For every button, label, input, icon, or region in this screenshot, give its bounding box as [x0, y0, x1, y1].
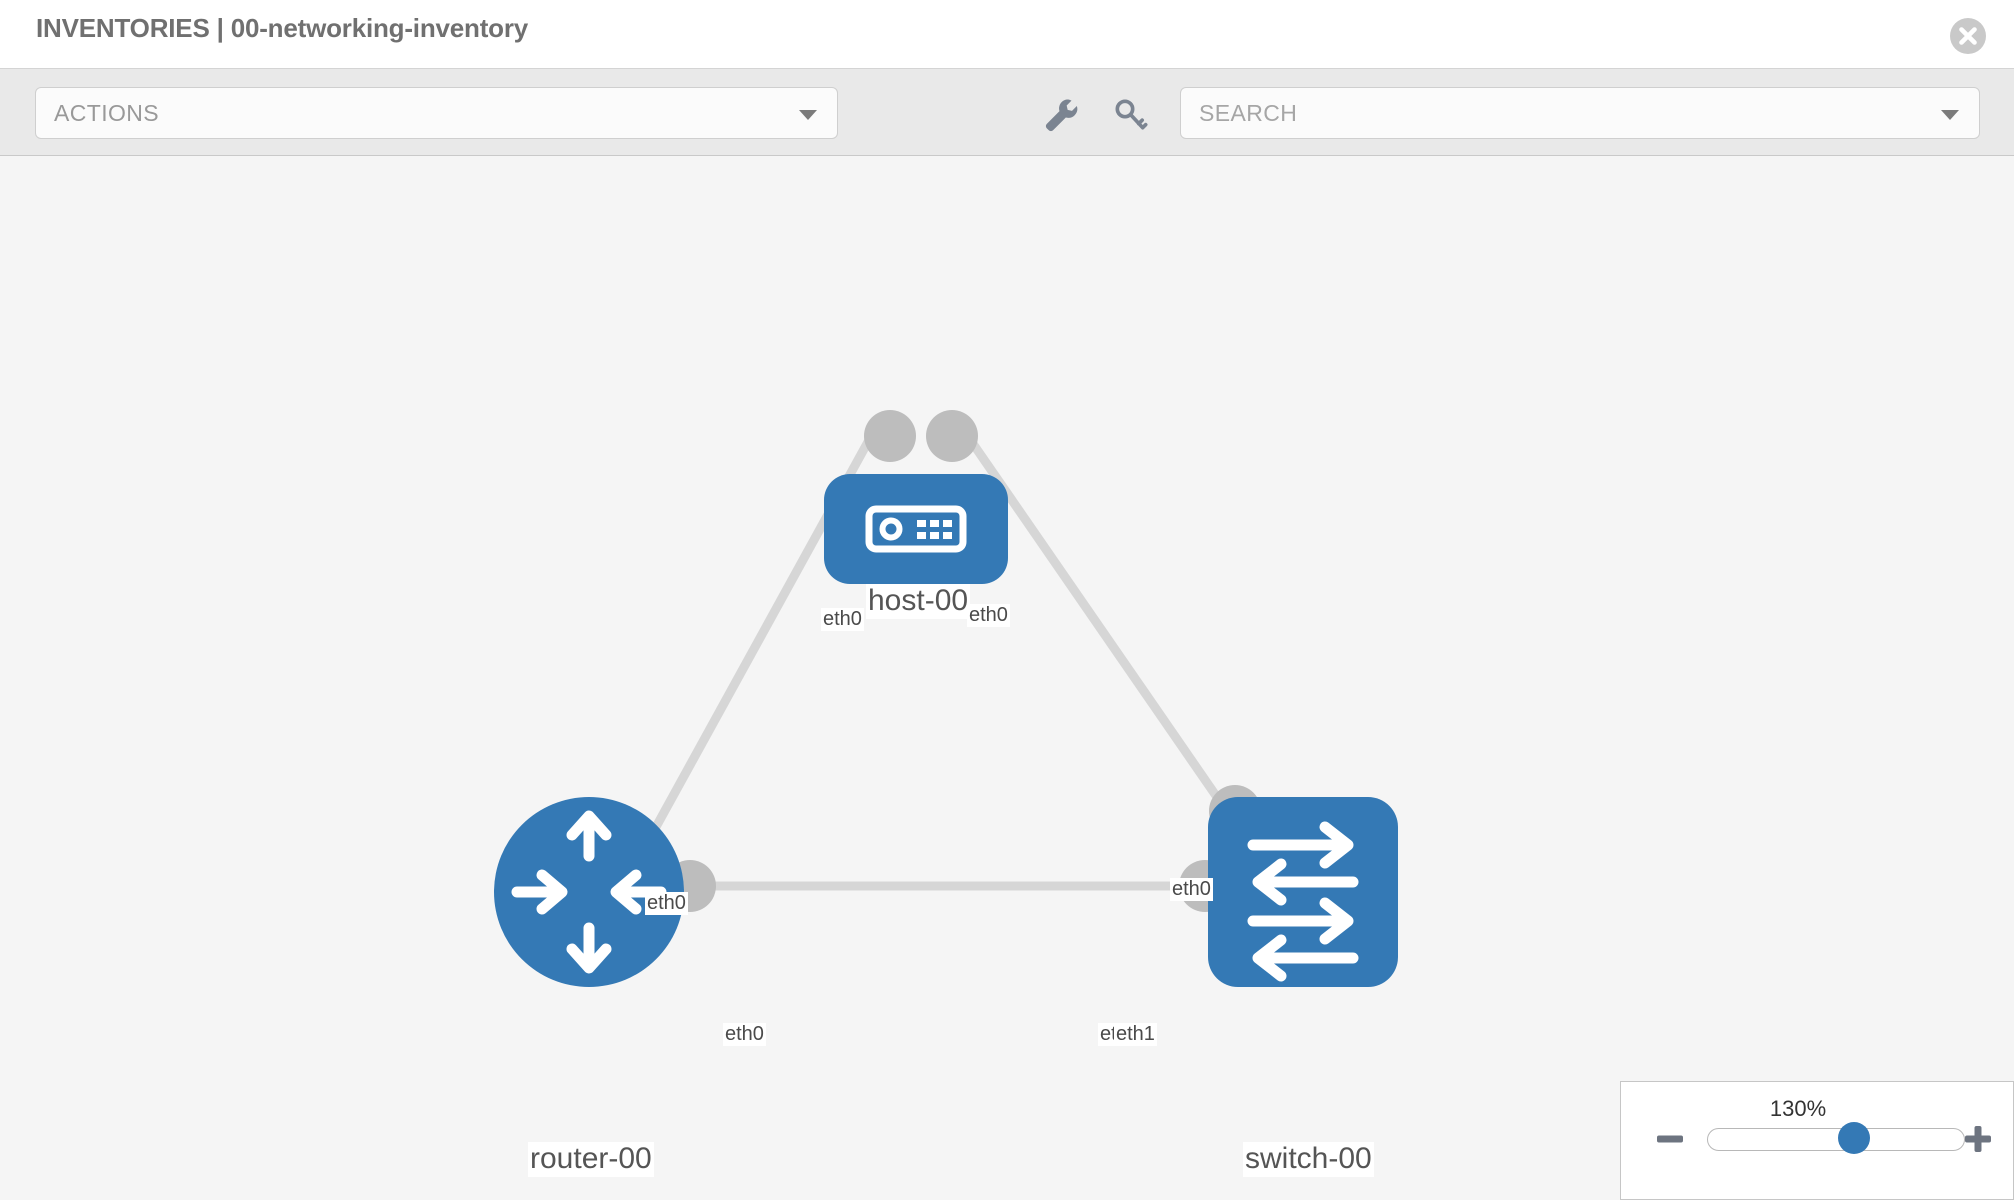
- node-label-switch-00[interactable]: switch-00: [1243, 1142, 1374, 1177]
- server-device-icon: [865, 505, 967, 553]
- node-label-host-00[interactable]: host-00: [866, 584, 971, 619]
- zoom-control-panel: 130%: [1620, 1081, 2014, 1200]
- key-icon[interactable]: [1110, 95, 1150, 135]
- node-host-00-shape[interactable]: [824, 474, 1008, 584]
- node-host-00[interactable]: [824, 474, 1008, 584]
- close-circle-icon: [1950, 18, 1986, 54]
- node-label-router-00[interactable]: router-00: [528, 1142, 654, 1177]
- wrench-icon[interactable]: [1042, 95, 1082, 135]
- zoom-out-button[interactable]: [1653, 1122, 1687, 1156]
- chevron-down-icon: [799, 110, 817, 120]
- node-router-00[interactable]: [494, 797, 684, 987]
- minus-icon: [1657, 1135, 1683, 1143]
- topology-canvas[interactable]: host-00 router-00 switch-00 eth0 eth0 et…: [0, 156, 2014, 1200]
- page-title: INVENTORIES | 00-networking-inventory: [36, 13, 529, 43]
- chevron-down-icon: [1941, 110, 1959, 120]
- edge-label-host-eth0-left[interactable]: eth0: [821, 608, 864, 631]
- connector-host-eth0-left[interactable]: [864, 410, 916, 462]
- close-icon[interactable]: [1950, 18, 1986, 54]
- bidirectional-arrows-icon: [1247, 821, 1359, 982]
- node-switch-00[interactable]: [1208, 797, 1398, 987]
- topology-graph: [494, 410, 1398, 987]
- edge-label-router-eth0-uplink[interactable]: eth0: [645, 892, 688, 915]
- edge-label-switch-eth0-uplink[interactable]: eth0: [1170, 878, 1213, 901]
- zoom-slider-thumb[interactable]: [1838, 1122, 1870, 1154]
- node-router-00-shape[interactable]: [494, 797, 684, 987]
- page-header: INVENTORIES | 00-networking-inventory: [0, 0, 2014, 68]
- actions-dropdown-label: ACTIONS: [54, 100, 160, 126]
- wrench-glyph: [1045, 99, 1078, 132]
- actions-dropdown[interactable]: ACTIONS: [35, 87, 838, 139]
- four-arrows-inward-icon: [511, 810, 667, 974]
- edge-label-host-eth0-right[interactable]: eth0: [967, 604, 1010, 627]
- zoom-slider-track[interactable]: [1707, 1128, 1965, 1151]
- edge-label-switch-eth1[interactable]: eth1: [1114, 1023, 1157, 1046]
- zoom-in-button[interactable]: [1961, 1122, 1995, 1156]
- toolbar: ACTIONS SEARCH: [0, 68, 2014, 156]
- plus-icon: [1965, 1126, 1991, 1152]
- key-glyph: [1115, 99, 1148, 130]
- search-placeholder: SEARCH: [1199, 100, 1298, 126]
- edge-label-router-eth0[interactable]: eth0: [723, 1023, 766, 1046]
- search-input[interactable]: SEARCH: [1180, 87, 1980, 139]
- zoom-level-value: 130%: [1769, 1096, 1827, 1121]
- connector-host-eth0-right[interactable]: [926, 410, 978, 462]
